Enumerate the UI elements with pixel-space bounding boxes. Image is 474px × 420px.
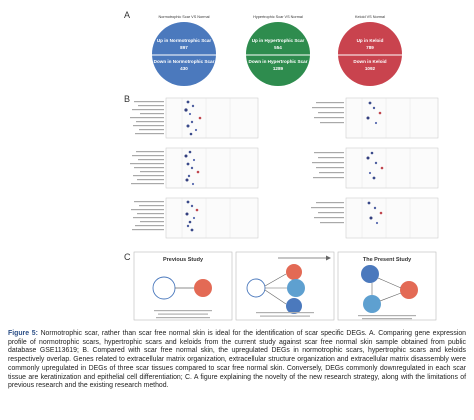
up-count: 554 <box>274 45 282 50</box>
down-label: Down in Hypertrophic Scar <box>249 59 308 64</box>
circle-header: Hypertrophic Scar VS Normal <box>253 15 303 19</box>
present-study-heading: The Present Study <box>363 257 412 263</box>
result-text-marks <box>154 310 416 320</box>
caption-text: Normotrophic scar, rather than scar free… <box>8 330 466 390</box>
go-plot <box>130 147 259 189</box>
figure: A Normotrophic Scar VS Normal Up in Norm… <box>118 0 452 328</box>
plot-dots <box>366 151 384 180</box>
compare-line <box>264 289 287 305</box>
panel-b <box>130 97 439 239</box>
panel-b-letter: B <box>124 94 131 104</box>
plot-frame <box>345 197 439 239</box>
plot-dots <box>184 150 200 186</box>
plot-dots <box>185 200 199 232</box>
go-plot <box>312 97 439 139</box>
study-box <box>235 251 335 321</box>
panel-c-letter: C <box>124 252 131 262</box>
venn-circle <box>152 22 216 86</box>
down-label: Down in Normotrophic Scar <box>154 59 215 64</box>
compare-line <box>264 273 287 287</box>
plot-dots <box>367 201 383 225</box>
panel-a-letter: A <box>124 10 131 20</box>
term-label-marks <box>312 152 344 179</box>
plot-dots <box>184 100 202 136</box>
compare-line <box>379 292 402 302</box>
figure-caption: Figure 5: Normotrophic scar, rather than… <box>8 330 466 391</box>
term-label-marks <box>311 202 344 224</box>
up-count: 789 <box>366 45 374 50</box>
node-normotrophic <box>286 298 302 314</box>
down-count: 430 <box>180 66 188 71</box>
arrow-head <box>326 255 331 261</box>
panel-a: Normotrophic Scar VS Normal Up in Normot… <box>152 15 402 86</box>
panel-c: Previous Study The Present Study <box>133 251 437 321</box>
plot-frame <box>165 147 259 189</box>
circle-keloid: Keloid VS Normal Up in Keloid 789 Down i… <box>338 15 402 86</box>
node-hypertrophic <box>287 279 305 297</box>
node-normotrophic <box>361 265 379 283</box>
plot-frame <box>345 97 439 139</box>
go-plot <box>130 97 259 139</box>
plot-frame <box>165 97 259 139</box>
go-plot <box>312 147 439 189</box>
circle-normotrophic: Normotrophic Scar VS Normal Up in Normot… <box>152 15 216 86</box>
caption-label: Figure 5: <box>8 330 38 337</box>
circle-header: Keloid VS Normal <box>355 15 385 19</box>
term-label-marks <box>131 201 164 231</box>
circle-header: Normotrophic Scar VS Normal <box>158 15 209 19</box>
node-keloid <box>400 281 418 299</box>
study-box <box>337 251 437 321</box>
up-label: Up in Keloid <box>357 38 384 43</box>
up-count: 897 <box>180 45 188 50</box>
venn-circle <box>338 22 402 86</box>
previous-study-heading: Previous Study <box>163 257 204 263</box>
node-keloid <box>194 279 212 297</box>
down-label: Down in Keloid <box>353 59 386 64</box>
venn-circle <box>246 22 310 86</box>
down-count: 1289 <box>273 66 284 71</box>
go-plot <box>311 197 439 239</box>
plot-frame <box>345 147 439 189</box>
up-label: Up in Normotrophic Scar <box>157 38 212 43</box>
term-label-marks <box>130 151 164 185</box>
plot-dots <box>366 101 382 125</box>
circle-hypertrophic: Hypertrophic Scar VS Normal Up in Hypert… <box>246 15 310 86</box>
compare-line <box>377 277 402 289</box>
term-label-marks <box>130 101 164 135</box>
node-keloid <box>286 264 302 280</box>
plot-frame <box>165 197 259 239</box>
down-count: 1092 <box>365 66 376 71</box>
node-normal-skin <box>152 276 176 300</box>
go-plot <box>131 197 259 239</box>
study-box <box>133 251 233 321</box>
up-label: Up in Hypertrophic Scar <box>252 38 305 43</box>
node-normal-skin <box>246 278 266 298</box>
node-hypertrophic <box>363 295 381 313</box>
term-label-marks <box>312 102 344 124</box>
